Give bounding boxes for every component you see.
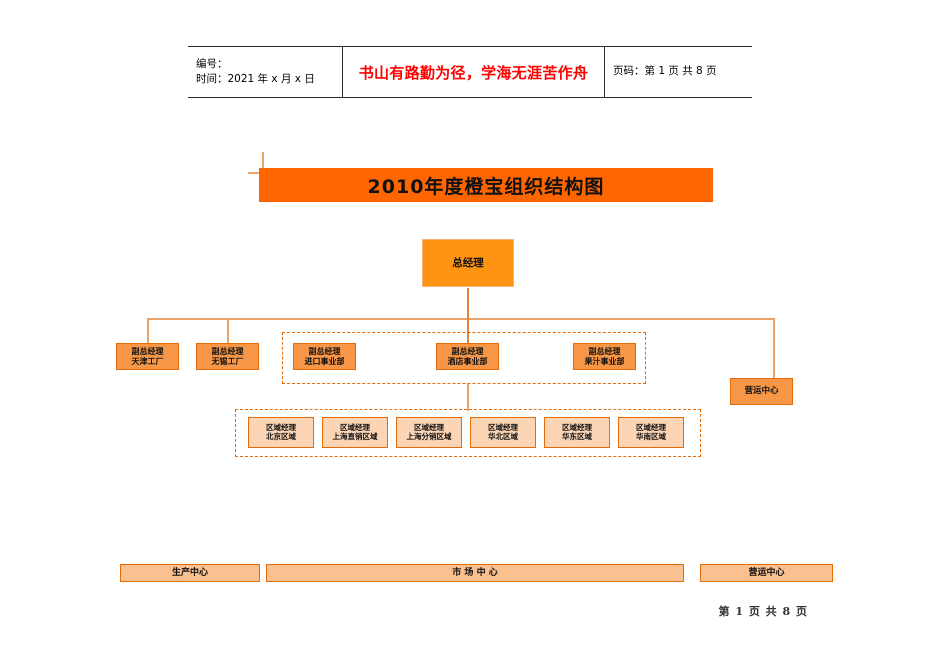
connector-drop-tianjin [147,318,149,344]
connector-drop-center [467,318,469,344]
node-general-manager-label: 总经理 [452,256,484,269]
header-time-label: 时间：2021 年 x 月 x 日 [196,73,315,85]
bar-operations-center-label: 营运中心 [748,567,785,578]
node-region-south-china[interactable]: 区域经理 华南区域 [618,417,684,448]
node-region-south-china-line1: 区域经理 [636,422,666,432]
connector-level3-drop [467,396,469,411]
node-vgm-wuxi-factory[interactable]: 副总经理 无锡工厂 [196,343,259,370]
node-region-east-china-line1: 区域经理 [562,422,592,432]
node-vgm-hotel-division[interactable]: 副总经理 酒店事业部 [436,343,499,370]
connector-gm-drop [467,288,469,318]
connector-drop-wuxi [227,318,229,344]
chart-title-text: 2010年度橙宝组织结构图 [367,175,605,198]
title-tick-vertical [262,152,264,174]
header-slogan-text: 书山有路勤为径，学海无涯苦作舟 [358,63,589,82]
dashed-group-regions [235,409,701,457]
node-vgm-import-line2: 进口事业部 [304,356,345,366]
node-region-shanghai-direct-line1: 区域经理 [340,422,370,432]
node-region-beijing[interactable]: 区域经理 北京区域 [248,417,314,448]
node-region-shanghai-direct-line2: 上海直销区域 [332,431,378,441]
node-operations-center[interactable]: 营运中心 [730,378,793,405]
bar-production-center[interactable]: 生产中心 [120,564,260,582]
header-page-info: 页码：第 1 页 共 8 页 [613,65,717,78]
node-region-south-china-line2: 华南区域 [636,431,666,441]
node-region-north-china-line2: 华北区域 [488,431,518,441]
node-vgm-import-division[interactable]: 副总经理 进口事业部 [293,343,356,370]
node-region-shanghai-distribution-line1: 区域经理 [414,422,444,432]
node-region-east-china[interactable]: 区域经理 华东区域 [544,417,610,448]
header-cell-pageinfo: 页码：第 1 页 共 8 页 [605,47,752,97]
node-region-shanghai-distribution[interactable]: 区域经理 上海分销区域 [396,417,462,448]
document-header-table: 编号： 时间：2021 年 x 月 x 日 书山有路勤为径，学海无涯苦作舟 页码… [188,46,752,98]
node-vgm-wuxi-line1: 副总经理 [211,347,244,357]
bar-market-center-label: 市 场 中 心 [452,567,498,578]
node-operations-center-label: 营运中心 [744,385,779,396]
node-vgm-wuxi-line2: 无锡工厂 [211,356,244,366]
header-cell-slogan: 书山有路勤为径，学海无涯苦作舟 [343,47,605,97]
node-vgm-juice-line2: 果汁事业部 [584,356,625,366]
bar-market-center[interactable]: 市 场 中 心 [266,564,684,582]
footer-page-number: 第 1 页 共 8 页 [718,605,808,618]
node-region-beijing-line1: 区域经理 [266,422,296,432]
node-region-north-china-line1: 区域经理 [488,422,518,432]
connector-level2-to-level3-stub [467,383,469,396]
header-cell-meta: 编号： 时间：2021 年 x 月 x 日 [188,47,343,97]
node-region-beijing-line2: 北京区域 [266,431,296,441]
node-vgm-hotel-line1: 副总经理 [451,347,484,357]
node-region-north-china[interactable]: 区域经理 华北区域 [470,417,536,448]
bar-operations-center[interactable]: 营运中心 [700,564,833,582]
node-vgm-tianjin-factory[interactable]: 副总经理 天津工厂 [116,343,179,370]
node-region-shanghai-direct[interactable]: 区域经理 上海直销区域 [322,417,388,448]
node-vgm-tianjin-line1: 副总经理 [131,347,164,357]
node-vgm-juice-line1: 副总经理 [588,347,621,357]
header-code-label: 编号： [196,57,228,70]
title-tick-horizontal [248,172,264,174]
dashed-group-business-units [282,332,646,384]
node-vgm-hotel-line2: 酒店事业部 [447,356,488,366]
node-vgm-import-line1: 副总经理 [308,347,341,357]
node-vgm-tianjin-line2: 天津工厂 [131,356,164,366]
node-vgm-juice-division[interactable]: 副总经理 果汁事业部 [573,343,636,370]
node-general-manager[interactable]: 总经理 [422,239,514,287]
bar-production-center-label: 生产中心 [171,567,208,578]
connector-drop-ops [773,318,775,378]
node-region-east-china-line2: 华东区域 [562,431,592,441]
connector-main-bus [147,318,774,320]
chart-title-banner: 2010年度橙宝组织结构图 [259,168,713,202]
node-region-shanghai-distribution-line2: 上海分销区域 [406,431,452,441]
